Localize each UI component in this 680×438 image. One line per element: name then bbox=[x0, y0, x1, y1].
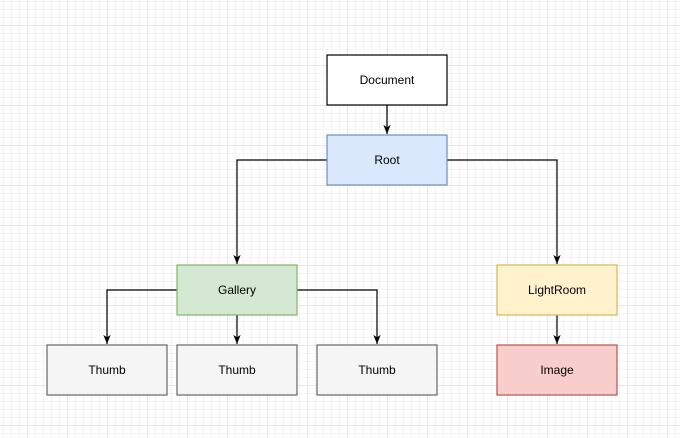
node-root[interactable]: Root bbox=[326, 134, 448, 186]
node-image[interactable]: Image bbox=[496, 344, 618, 396]
node-box-gallery[interactable] bbox=[176, 264, 298, 316]
node-thumb1[interactable]: Thumb bbox=[46, 344, 168, 396]
edge-gallery-to-thumb3[interactable] bbox=[297, 289, 381, 344]
edge-gallery-to-thumb1[interactable] bbox=[103, 289, 177, 344]
node-box-thumb3[interactable] bbox=[316, 344, 438, 396]
node-gallery[interactable]: Gallery bbox=[176, 264, 298, 316]
node-label-thumb3: Thumb bbox=[358, 363, 396, 377]
edge-root-to-lightroom[interactable] bbox=[447, 159, 561, 264]
node-label-gallery: Gallery bbox=[218, 283, 256, 297]
edge-root-to-gallery[interactable] bbox=[233, 159, 327, 264]
node-label-thumb2: Thumb bbox=[218, 363, 256, 377]
node-box-lightroom[interactable] bbox=[496, 264, 618, 316]
node-label-root: Root bbox=[374, 153, 400, 167]
node-label-document: Document bbox=[360, 73, 415, 87]
node-lightroom[interactable]: LightRoom bbox=[496, 264, 618, 316]
node-box-document[interactable] bbox=[326, 54, 448, 106]
node-label-image: Image bbox=[540, 363, 574, 377]
node-box-root[interactable] bbox=[326, 134, 448, 186]
node-label-thumb1: Thumb bbox=[88, 363, 126, 377]
node-label-lightroom: LightRoom bbox=[528, 283, 586, 297]
node-document[interactable]: Document bbox=[326, 54, 448, 106]
node-thumb3[interactable]: Thumb bbox=[316, 344, 438, 396]
node-thumb2[interactable]: Thumb bbox=[176, 344, 298, 396]
node-box-thumb1[interactable] bbox=[46, 344, 168, 396]
node-box-thumb2[interactable] bbox=[176, 344, 298, 396]
node-box-image[interactable] bbox=[496, 344, 618, 396]
